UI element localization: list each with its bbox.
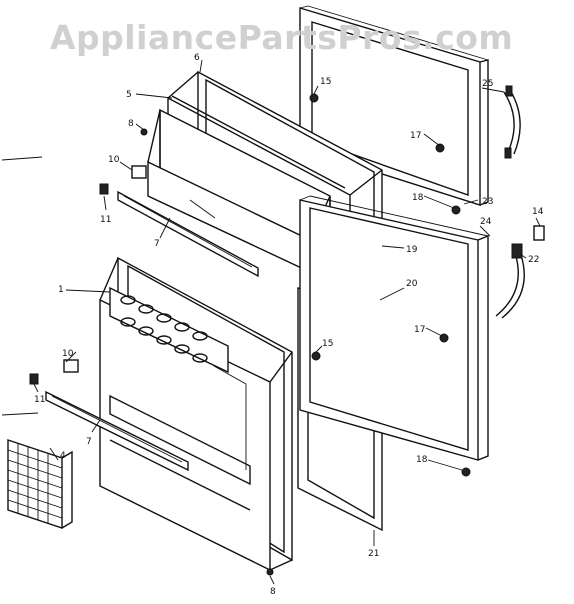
callout-17-lower: 17 [414,325,425,335]
callout-18-upper: 18 [412,193,424,203]
plug-lower [29,373,39,385]
bumper-lower [461,467,471,477]
margin-mark [1,156,43,161]
fresh-food-door-liner [99,256,293,572]
screw-lower [266,568,274,576]
watermark: AppliancePartsPros.com [50,18,514,57]
margin-mark [1,412,39,416]
clip-lower [63,359,79,373]
callout-11-upper: 11 [100,215,111,225]
callout-1: 1 [58,285,64,295]
callout-11-lower: 11 [34,395,45,405]
leader-lines [33,59,541,585]
callout-8-upper: 8 [128,119,134,129]
callout-21: 21 [368,549,379,559]
callout-7-lower: 7 [86,437,92,447]
lower-shelf-rail [45,390,189,472]
screw-upper [140,128,148,136]
door-stop-upper [435,143,445,153]
callout-24: 24 [480,217,492,227]
callout-22: 22 [528,255,539,265]
callout-17-upper: 17 [410,131,421,141]
callout-15-upper: 15 [320,77,331,87]
clip-upper [131,165,147,179]
freezer-handle [503,85,521,159]
callout-10-upper: 10 [108,155,120,165]
callout-6: 6 [194,53,200,63]
callout-20: 20 [406,279,418,289]
callout-5: 5 [126,90,132,100]
plug-upper [99,183,109,195]
callout-4: 4 [60,451,66,461]
hinge-pin-upper [309,93,319,103]
door-grille [7,439,73,529]
fresh-food-handle [495,243,525,319]
handle-cap [533,225,545,241]
fresh-food-door-outer [299,195,489,461]
callout-19: 19 [406,245,418,255]
callout-14: 14 [532,207,544,217]
callout-7-upper: 7 [154,239,160,249]
callout-15-lower: 15 [322,339,333,349]
callout-18-lower: 18 [416,455,428,465]
hinge-pin-lower [311,351,321,361]
callout-25: 25 [482,79,493,89]
upper-shelf-rail [117,190,259,278]
callout-10-lower: 10 [62,349,74,359]
callout-8-lower: 8 [270,587,276,597]
callout-23: 23 [482,197,493,207]
